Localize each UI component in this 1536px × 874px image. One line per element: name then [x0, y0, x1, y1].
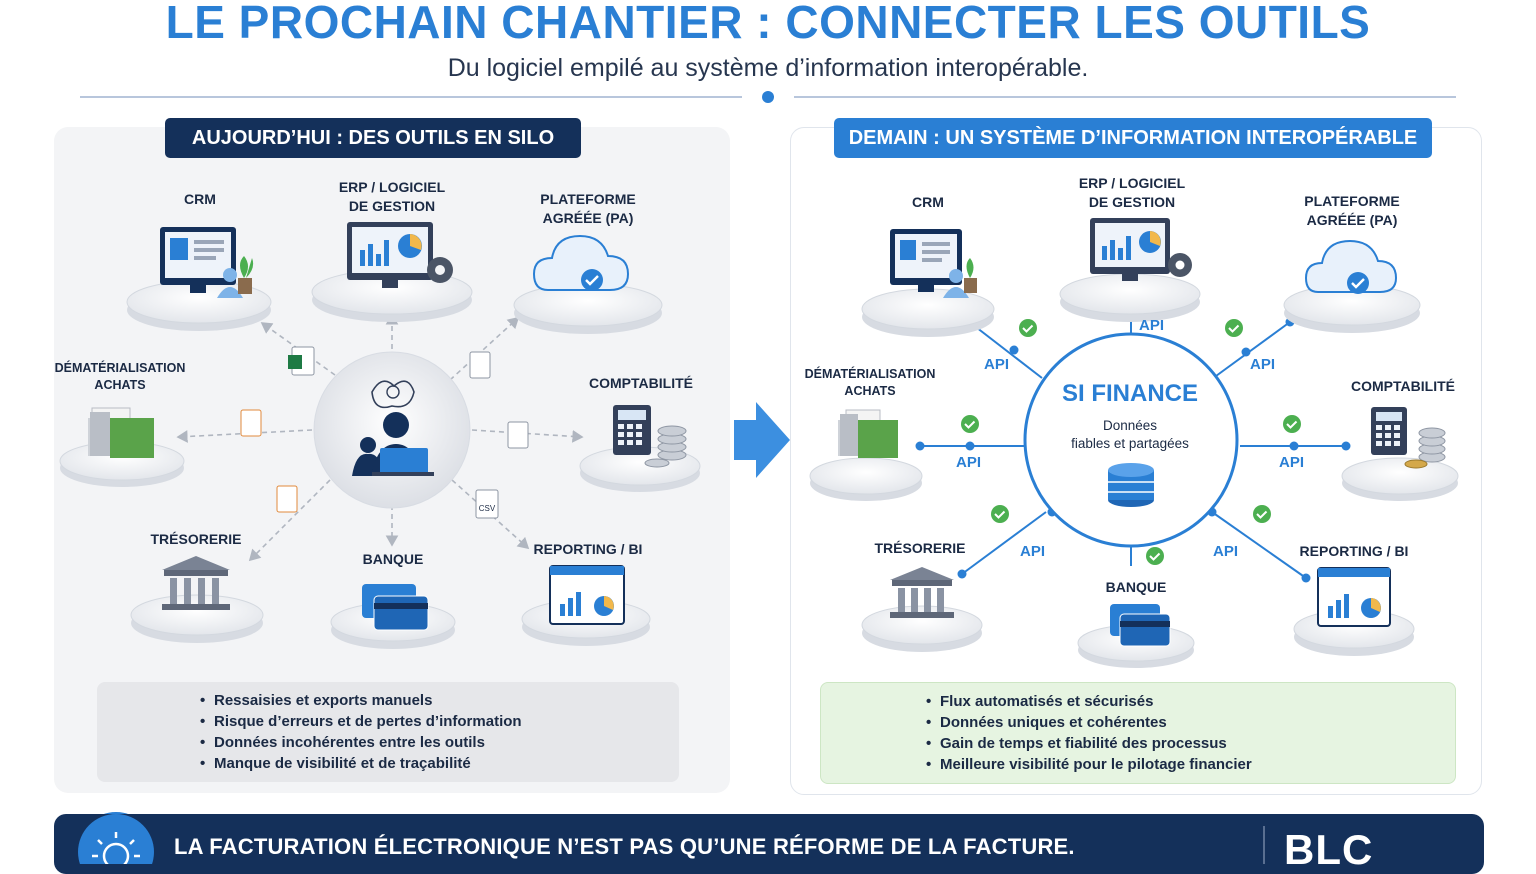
label-demat-left-2: ACHATS [94, 378, 146, 392]
label-erp-left-2: DE GESTION [348, 198, 436, 214]
left-erp-icon [347, 222, 453, 288]
left-cards-icon [362, 584, 429, 631]
right-cards-icon [1110, 604, 1171, 647]
transition-arrow [734, 402, 790, 478]
list-item: Manque de visibilité et de traçabilité [200, 753, 522, 774]
right-crm-icon [890, 229, 977, 298]
label-treso-right: TRÉSORERIE [874, 540, 966, 556]
list-item: Gain de temps et fiabilité des processus [926, 733, 1252, 754]
api-label: API [1279, 454, 1305, 471]
title-rule-dot [762, 91, 774, 103]
label-banque-left: BANQUE [362, 551, 424, 567]
right-demat-icon [838, 409, 898, 458]
list-item: Ressaisies et exports manuels [200, 690, 522, 711]
footer-text: LA FACTURATION ÉLECTRONIQUE N’EST PAS QU… [174, 834, 1075, 859]
label-crm-left: CRM [184, 191, 216, 207]
label-pa-left-1: PLATEFORME [540, 191, 636, 207]
heading-tomorrow: DEMAIN : UN SYSTÈME D’INFORMATION INTERO… [834, 118, 1432, 158]
label-pa-right-2: AGRÉÉE (PA) [1306, 212, 1398, 228]
si-finance-circle [1023, 332, 1239, 548]
label-compta-right: COMPTABILITÉ [1351, 378, 1455, 394]
label-crm-right: CRM [912, 194, 944, 210]
si-finance-title: SI FINANCE [1061, 380, 1198, 407]
api-connections [918, 310, 1348, 579]
api-label: API [1213, 543, 1239, 560]
api-label: API [1139, 317, 1165, 334]
label-erp-right-1: ERP / LOGICIEL [1078, 175, 1186, 191]
label-demat-right-1: DÉMATÉRIALISATION [804, 367, 936, 381]
label-treso-left: TRÉSORERIE [150, 531, 242, 547]
heading-today: AUJOURD’HUI : DES OUTILS EN SILO [165, 118, 581, 158]
label-banque-right: BANQUE [1105, 579, 1167, 595]
label-erp-right-2: DE GESTION [1088, 194, 1176, 210]
left-report-icon [549, 565, 625, 625]
api-label: API [1020, 543, 1046, 560]
si-finance-sub-2: fiables et partagées [1071, 436, 1189, 451]
label-pa-left-2: AGRÉÉE (PA) [542, 210, 634, 226]
brand-logo: BLC [1284, 826, 1374, 873]
label-compta-left: COMPTABILITÉ [589, 375, 693, 391]
excel-file-icon [288, 346, 315, 376]
footer-divider [1263, 826, 1265, 864]
check-icon [961, 319, 1301, 565]
left-cloud-icon [532, 234, 630, 291]
list-item: Données uniques et cohérentes [926, 712, 1252, 733]
label-demat-left-1: DÉMATÉRIALISATION [54, 361, 186, 375]
label-erp-left-1: ERP / LOGICIEL [338, 179, 446, 195]
left-crm-icon [160, 227, 254, 298]
problems-list: Ressaisies et exports manuels Risque d’e… [200, 690, 522, 774]
api-label: API [1250, 356, 1276, 373]
right-cloud-icon [1304, 239, 1398, 294]
right-bank-icon [890, 567, 954, 618]
document-file-icon [240, 351, 529, 519]
label-reporting-left: REPORTING / BI [533, 541, 643, 557]
list-item: Données incohérentes entre les outils [200, 732, 522, 753]
page-title: LE PROCHAIN CHANTIER : CONNECTER LES OUT… [165, 0, 1371, 48]
label-demat-right-2: ACHATS [844, 384, 896, 398]
list-item: Meilleure visibilité pour le pilotage fi… [926, 754, 1252, 775]
title-rule-left [80, 96, 742, 98]
csv-file-label: CSV [478, 504, 496, 513]
right-report-icon [1317, 567, 1391, 627]
label-reporting-right: REPORTING / BI [1299, 543, 1409, 559]
benefits-list: Flux automatisés et sécurisés Données un… [926, 691, 1252, 775]
database-icon [1108, 463, 1154, 507]
title-rule-right [794, 96, 1456, 98]
api-label: API [984, 356, 1010, 373]
si-finance-sub-1: Données [1102, 418, 1158, 433]
label-pa-right-1: PLATEFORME [1304, 193, 1400, 209]
stressed-user-icon [352, 380, 434, 476]
api-label: API [956, 454, 982, 471]
right-calculator-icon [1371, 407, 1446, 469]
list-item: Risque d’erreurs et de pertes d’informat… [200, 711, 522, 732]
list-item: Flux automatisés et sécurisés [926, 691, 1252, 712]
right-erp-icon [1090, 218, 1192, 281]
page-subtitle: Du logiciel empilé au système d’informat… [447, 54, 1089, 82]
left-bank-icon [162, 556, 230, 610]
left-demat-icon [88, 407, 154, 458]
left-calculator-icon [613, 405, 687, 468]
